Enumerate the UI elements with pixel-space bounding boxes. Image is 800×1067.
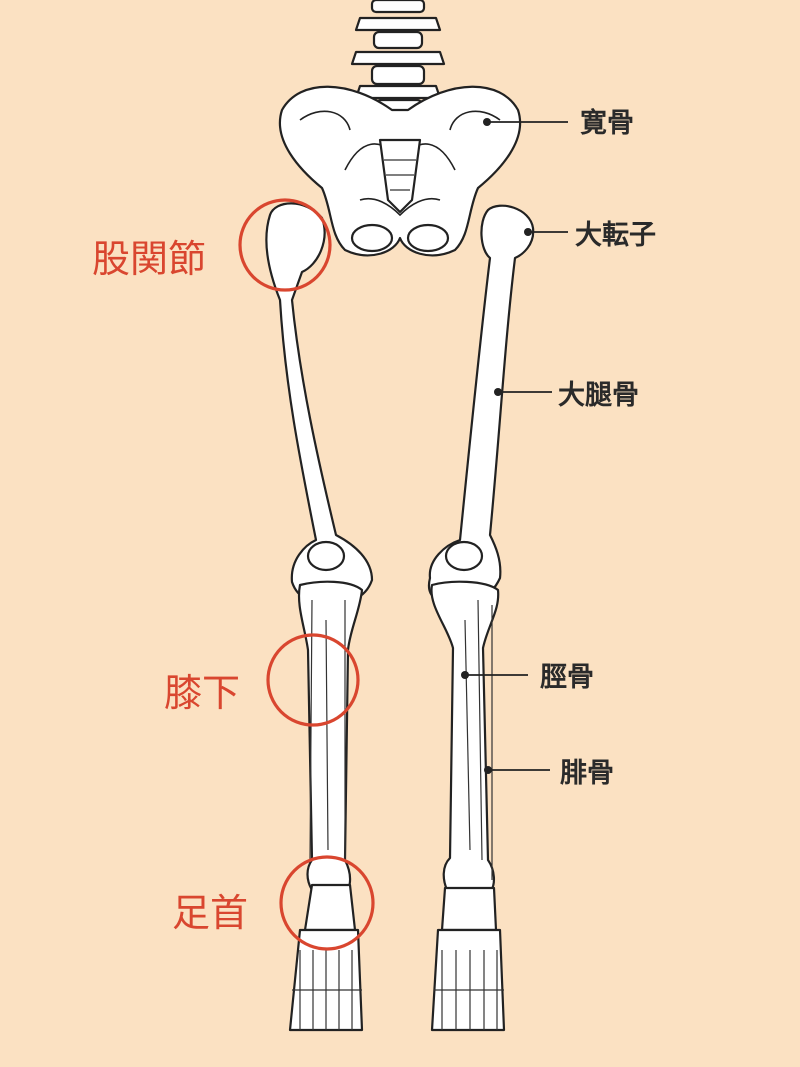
- label-tibia: 脛骨: [539, 662, 594, 693]
- label-hip-joint: 股関節: [92, 237, 206, 281]
- ankle-ring: [279, 855, 375, 951]
- label-ilium: 寛骨: [580, 107, 634, 139]
- label-ankle: 足首: [172, 891, 248, 935]
- pelvis: [278, 85, 522, 257]
- leader-lines: [461, 118, 568, 774]
- left-leg: [265, 202, 374, 1032]
- label-femur: 大腿骨: [558, 380, 639, 411]
- joint-highlights: [238, 198, 375, 951]
- label-greater-trochanter: 大転子: [575, 220, 656, 251]
- below-knee-ring: [266, 633, 360, 727]
- label-below-knee: 膝下: [164, 671, 240, 715]
- right-leg: [427, 204, 535, 1032]
- label-fibula: 腓骨: [560, 758, 614, 789]
- hip-joint-ring: [238, 198, 332, 292]
